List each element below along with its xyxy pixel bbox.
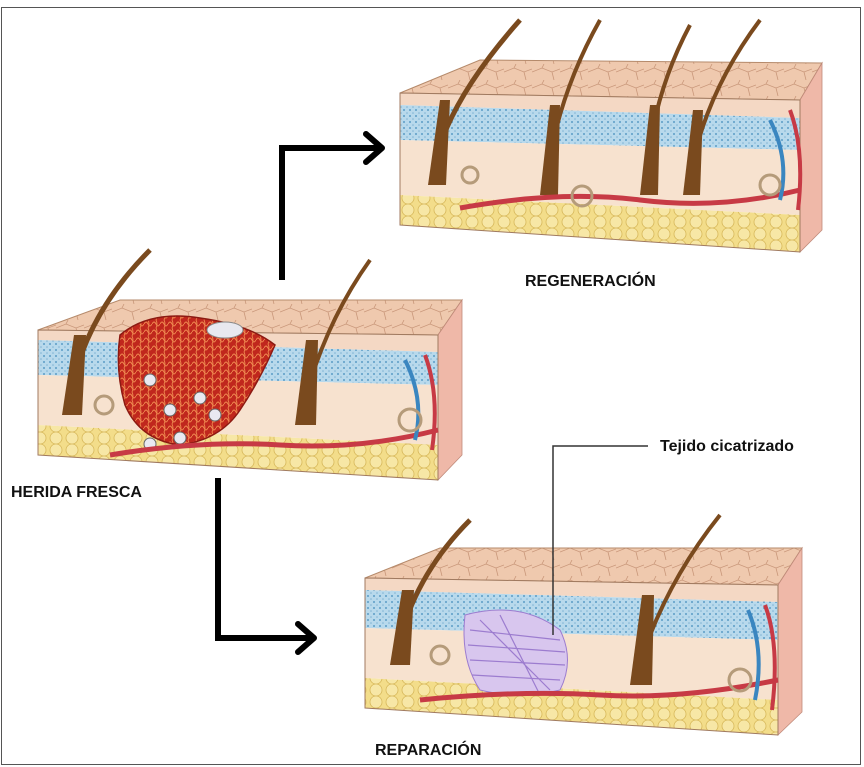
label-regeneration: REGENERACIÓN bbox=[525, 273, 656, 291]
arrow-to-regeneration bbox=[282, 134, 382, 280]
skin-block-repair bbox=[365, 515, 802, 735]
label-scar-tissue: Tejido cicatrizado bbox=[660, 438, 794, 456]
skin-block-regeneration bbox=[400, 20, 822, 252]
label-fresh-wound: HERIDA FRESCA bbox=[11, 484, 142, 502]
label-repair: REPARACIÓN bbox=[375, 742, 481, 760]
skin-block-fresh-wound bbox=[38, 250, 462, 480]
arrow-to-repair bbox=[218, 478, 314, 652]
